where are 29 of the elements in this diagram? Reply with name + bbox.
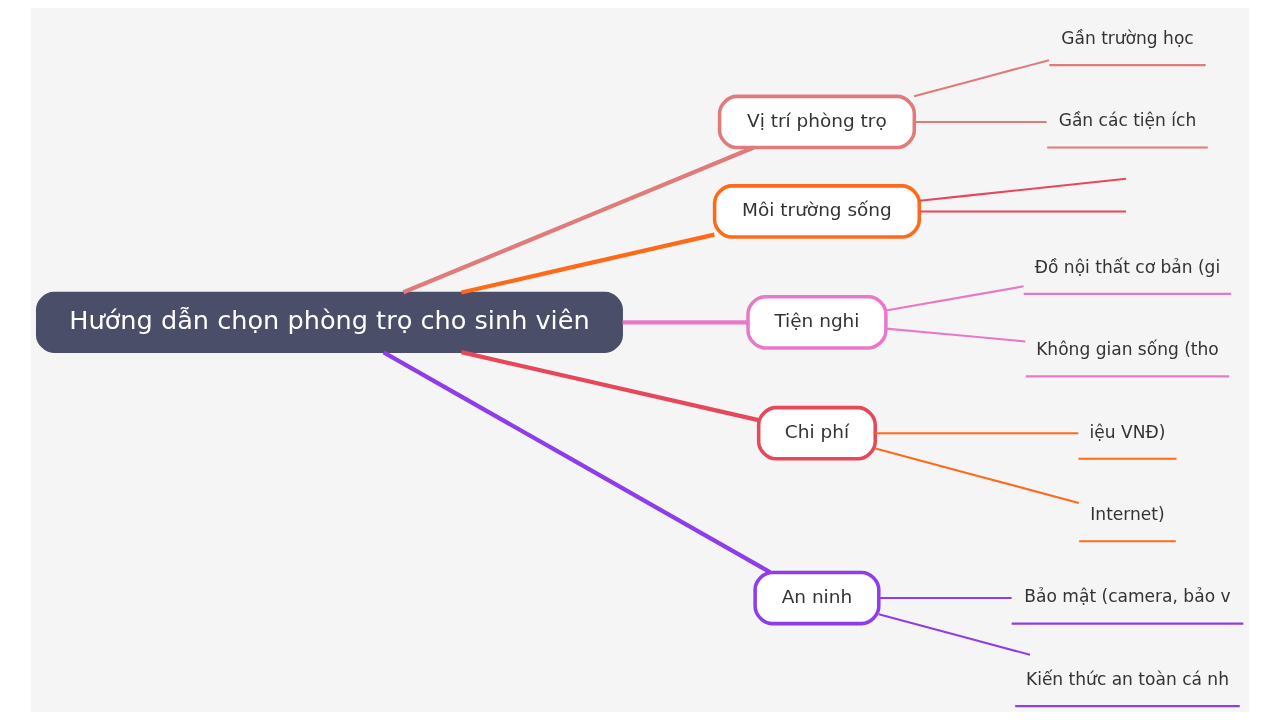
connector bbox=[460, 232, 715, 295]
node-box: Hướng dẫn chọn phòng trọ cho sinh viên bbox=[35, 291, 623, 353]
connector bbox=[919, 210, 1126, 213]
connector bbox=[913, 59, 1050, 98]
node-box: Vị trí phòng trọ bbox=[717, 94, 917, 150]
node-box: An ninh bbox=[753, 570, 881, 626]
connector bbox=[914, 120, 1047, 123]
node-text: Gần trường học bbox=[1061, 27, 1194, 48]
node-text: Kiến thức an toàn cá nh bbox=[1025, 668, 1229, 689]
node-text: Đồ nội thất cơ bản (gi bbox=[1034, 256, 1221, 277]
connector bbox=[885, 327, 1026, 343]
connector bbox=[919, 177, 1127, 202]
node-box: Chi phí bbox=[756, 405, 877, 461]
connector bbox=[875, 432, 1079, 435]
node-box: Môi trường sống bbox=[712, 184, 922, 239]
node-text: Internet) bbox=[1090, 504, 1165, 525]
connector bbox=[382, 350, 771, 574]
node-text: Gần các tiện ích bbox=[1058, 110, 1197, 131]
node-box: Tiện nghi bbox=[746, 294, 888, 350]
connector bbox=[878, 597, 1012, 600]
node-text: Bảo mật (camera, bảo v bbox=[1024, 586, 1231, 607]
connector bbox=[885, 285, 1024, 312]
connector bbox=[622, 320, 748, 325]
connector bbox=[875, 447, 1080, 504]
node-text: iệu VNĐ) bbox=[1089, 421, 1166, 442]
connector bbox=[878, 613, 1031, 656]
node-text: Không gian sống (tho bbox=[1036, 339, 1219, 360]
connector bbox=[402, 145, 755, 295]
connector bbox=[460, 350, 760, 423]
